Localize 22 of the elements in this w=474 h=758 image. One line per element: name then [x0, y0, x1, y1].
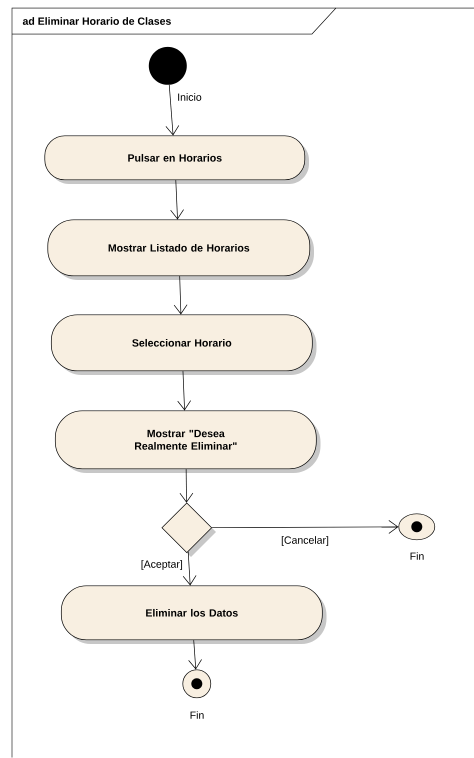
- activity-box: Pulsar en Horarios: [44, 135, 309, 184]
- end-circle: [398, 513, 436, 540]
- node-caption: Fin: [190, 711, 204, 719]
- end-circle: [182, 669, 212, 698]
- activity-box: Mostrar "Desea Realmente Eliminar": [54, 410, 320, 473]
- node-caption: Fin: [410, 552, 424, 560]
- activity-box: Eliminar los Datos: [60, 585, 326, 644]
- arrow: [188, 640, 202, 670]
- edge-label: [Cancelar]: [280, 535, 330, 547]
- start-dot: [148, 46, 187, 85]
- decision-diamond: [161, 502, 216, 557]
- activity-box: Mostrar Listado de Horarios: [47, 219, 314, 280]
- arrow: [174, 276, 188, 314]
- arrow: [182, 551, 196, 586]
- activity-box: Seleccionar Horario: [50, 314, 316, 375]
- arrow: [166, 84, 180, 136]
- edge-label: [Aceptar]: [140, 559, 184, 571]
- arrow: [212, 520, 398, 534]
- node-caption: Inicio: [178, 93, 202, 101]
- arrow: [177, 370, 192, 410]
- arrow: [180, 468, 194, 503]
- arrow: [170, 180, 184, 220]
